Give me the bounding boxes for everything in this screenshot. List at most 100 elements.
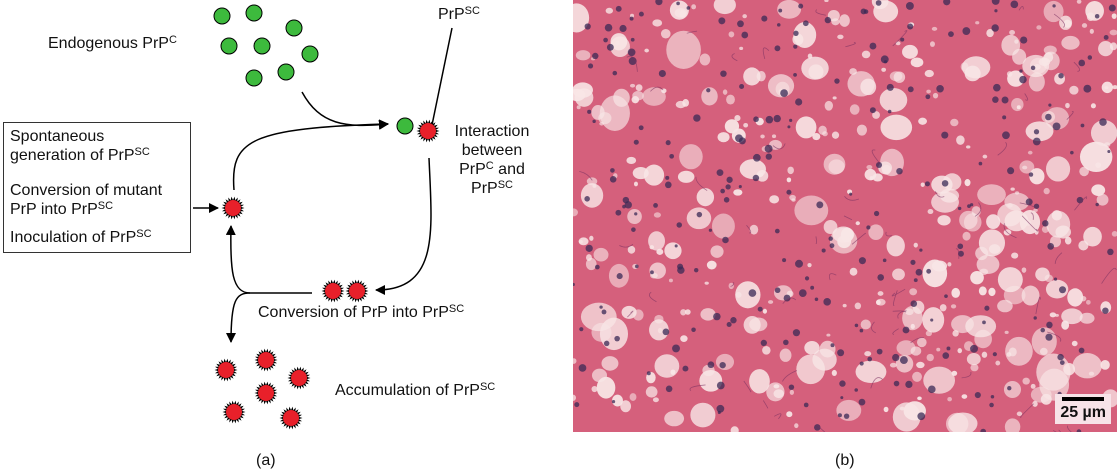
cell-nucleus <box>1103 35 1109 40</box>
vacuole <box>1004 418 1021 432</box>
cell-nucleus <box>957 206 962 211</box>
vacuole <box>872 111 880 119</box>
vacuole <box>670 369 676 375</box>
cell-nucleus <box>573 282 575 287</box>
vacuole <box>733 189 743 196</box>
cell-nucleus <box>1002 115 1007 120</box>
prpsc-molecule <box>291 370 307 386</box>
prpsc-molecule <box>226 404 242 420</box>
cell-nucleus <box>717 410 721 415</box>
vacuole <box>981 351 988 358</box>
cell-nucleus <box>875 0 882 6</box>
vacuole <box>1014 39 1019 44</box>
cell-nucleus <box>980 428 987 432</box>
vacuole <box>724 119 740 134</box>
cell-nucleus <box>664 181 672 189</box>
vacuole <box>1089 28 1094 34</box>
vacuole <box>758 172 764 177</box>
vacuole <box>573 82 593 98</box>
cell-nucleus <box>795 98 803 106</box>
cell-nucleus <box>892 353 900 362</box>
vacuole <box>1081 23 1088 28</box>
vacuole <box>1111 230 1117 237</box>
vacuole <box>932 92 939 99</box>
vacuole <box>575 50 591 61</box>
cell-nucleus <box>757 306 763 312</box>
cell-nucleus <box>1028 172 1034 177</box>
vacuole <box>627 209 642 225</box>
prion-propagation-diagram <box>193 4 453 430</box>
fiber <box>845 42 856 48</box>
vacuole <box>629 393 637 401</box>
cell-nucleus <box>1046 321 1053 329</box>
vacuole <box>1012 48 1027 65</box>
vacuole <box>866 164 873 170</box>
vacuole <box>664 242 682 260</box>
vacuole <box>769 195 780 204</box>
fiber <box>1054 252 1063 264</box>
line-prpsc-label <box>431 27 453 126</box>
vacuole <box>760 134 765 139</box>
cell-nucleus <box>793 73 797 77</box>
vacuole <box>909 288 918 296</box>
cell-nucleus <box>634 264 639 269</box>
vacuole <box>645 386 658 398</box>
cell-nucleus <box>942 352 950 359</box>
cell-nucleus <box>587 109 592 114</box>
cell-nucleus <box>584 196 590 202</box>
vacuole <box>791 198 796 202</box>
fiber <box>871 149 881 164</box>
cell-nucleus <box>638 11 644 17</box>
fiber <box>815 236 818 244</box>
fiber <box>870 377 883 389</box>
vacuole <box>1054 313 1059 317</box>
vacuole <box>924 69 934 78</box>
label-conversion: Conversion of PrP into PrPSC <box>258 303 465 322</box>
vacuole <box>1007 202 1013 208</box>
cell-nucleus <box>834 78 840 84</box>
vacuole <box>1091 184 1106 196</box>
cell-nucleus <box>1033 129 1040 135</box>
vacuole <box>713 0 736 15</box>
fiber <box>1019 202 1035 209</box>
vacuole <box>580 302 617 332</box>
vacuole <box>730 426 739 432</box>
cell-nucleus <box>824 16 831 24</box>
cell-nucleus <box>655 0 663 6</box>
vacuole <box>869 176 874 181</box>
fiber <box>774 413 782 420</box>
vacuole <box>1100 359 1110 370</box>
vacuole <box>679 10 687 18</box>
cell-nucleus <box>708 228 713 232</box>
vacuole <box>1014 191 1020 195</box>
prpsc-molecule <box>420 123 436 139</box>
cell-nucleus <box>1019 69 1023 73</box>
cell-nucleus <box>1045 333 1053 341</box>
cell-nucleus <box>578 364 587 372</box>
cell-nucleus <box>624 201 632 209</box>
vacuole <box>717 132 730 143</box>
cell-nucleus <box>984 305 990 311</box>
vacuole <box>1011 98 1024 112</box>
cell-nucleus <box>1087 55 1093 60</box>
fiber <box>1053 13 1066 28</box>
fiber <box>997 142 1007 156</box>
fiber <box>1035 296 1041 315</box>
prpsc-molecule <box>258 352 274 368</box>
vacuole <box>684 309 691 315</box>
vacuole <box>910 323 915 329</box>
cell-nucleus <box>948 31 954 38</box>
vacuole <box>1079 141 1113 173</box>
cell-nucleus <box>585 244 593 252</box>
prpsc-sources-box: Spontaneous generation of PrPSC Conversi… <box>3 122 191 253</box>
arrow-left-to-interaction <box>232 119 389 191</box>
vacuole <box>633 309 644 321</box>
cell-nucleus <box>677 266 685 274</box>
vacuole <box>610 33 628 51</box>
vacuole <box>691 4 697 10</box>
vacuole <box>1090 103 1096 109</box>
vacuole <box>918 117 927 125</box>
prpc-molecule <box>285 19 303 37</box>
cell-nucleus <box>962 27 971 35</box>
vacuole <box>1111 13 1117 19</box>
